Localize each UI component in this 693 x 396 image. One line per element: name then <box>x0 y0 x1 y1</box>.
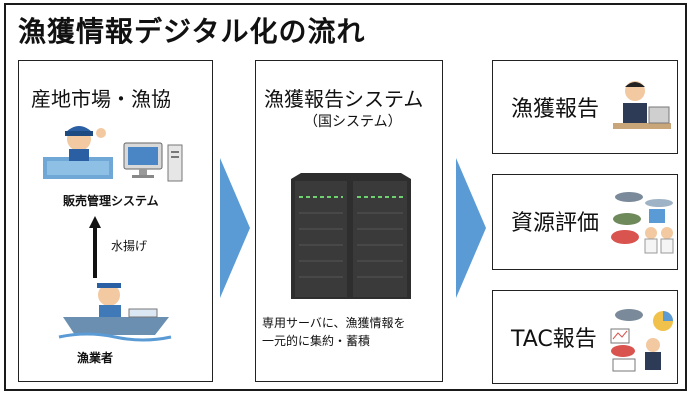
stock-assessment-label: 資源評価 <box>511 211 600 236</box>
landing-up-arrow <box>89 216 101 278</box>
diagram-title: 漁獲情報デジタル化の流れ <box>18 15 366 48</box>
sales-system-label: 販売管理システム <box>63 194 159 208</box>
report-system-heading: 漁獲報告システム <box>264 87 424 111</box>
analyst-with-charts-icon <box>610 309 673 372</box>
server-rack-icon <box>291 173 411 299</box>
panel-stock-assessment: 資源評価 <box>492 174 678 270</box>
flow-arrow-1 <box>220 158 250 298</box>
panel-tac-report: TAC報告 <box>492 290 678 384</box>
tac-report-label: TAC報告 <box>511 327 597 352</box>
panel-catch-report: 漁獲報告 <box>492 60 678 154</box>
panel-market: 産地市場・漁協 販売管理システム 水揚げ 漁業者 <box>18 60 213 382</box>
server-description-line2: 一元的に集約・蓄積 <box>262 334 371 348</box>
panel-report-system: 漁獲報告システム （国システム） 専用サーバに、漁獲情報を 一元的に集約・蓄積 <box>255 60 443 382</box>
fisher-label: 漁業者 <box>77 351 114 365</box>
computer-icon <box>123 142 183 182</box>
fisherman-boat-icon <box>58 283 172 342</box>
person-at-laptop-icon <box>613 81 671 129</box>
catch-report-label: 漁獲報告 <box>511 97 600 122</box>
market-worker-icon <box>43 126 113 179</box>
scientists-with-fish-icon <box>611 192 674 254</box>
report-system-subheading: （国システム） <box>304 114 402 130</box>
landing-label: 水揚げ <box>111 239 148 253</box>
server-description-line1: 専用サーバに、漁獲情報を <box>262 316 406 330</box>
market-heading: 産地市場・漁協 <box>31 87 171 111</box>
flow-arrow-2 <box>456 158 486 298</box>
